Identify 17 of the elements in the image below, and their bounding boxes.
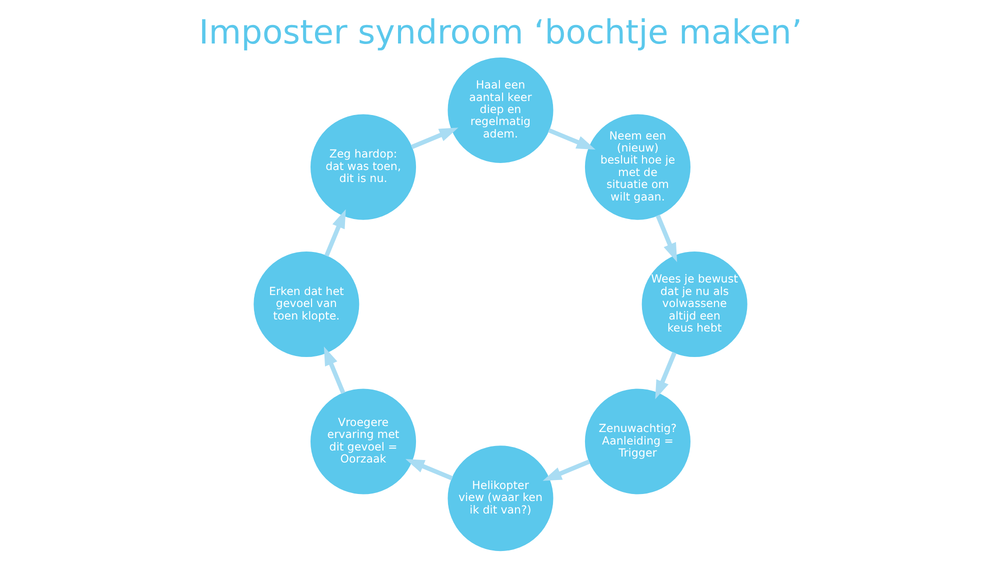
node-circle: Zenuwachtig? Aanleiding = Trigger (584, 388, 690, 494)
node-circle: Wees je bewust dat je nu als volwassene altijd een keus hebt (641, 252, 747, 358)
arrow (654, 352, 676, 400)
node-circle: Neem een (nieuw) besluit hoe je met de situatie om wilt gaan. (584, 114, 690, 220)
node-circle: Erken dat het gevoel van toen klopte. (253, 252, 359, 358)
arrow (323, 346, 345, 394)
node-circle: Zeg hardop: dat was toen, dit is nu. (310, 114, 416, 220)
node-circle: Helikopter view (waar ken ik dit van?) (447, 446, 553, 552)
arrow (404, 458, 452, 480)
arrow (655, 214, 677, 262)
arrow (324, 209, 346, 257)
arrow (548, 128, 596, 150)
arrow (410, 128, 458, 150)
diagram-title: Imposter syndroom ‘bochtje maken’ (198, 12, 802, 52)
node-circle: Haal een aantal keer diep en regelmatig adem. (447, 57, 553, 163)
arrow (542, 459, 590, 481)
node-circle: Vroegere ervaring met dit gevoel = Oorzaak (310, 388, 416, 494)
